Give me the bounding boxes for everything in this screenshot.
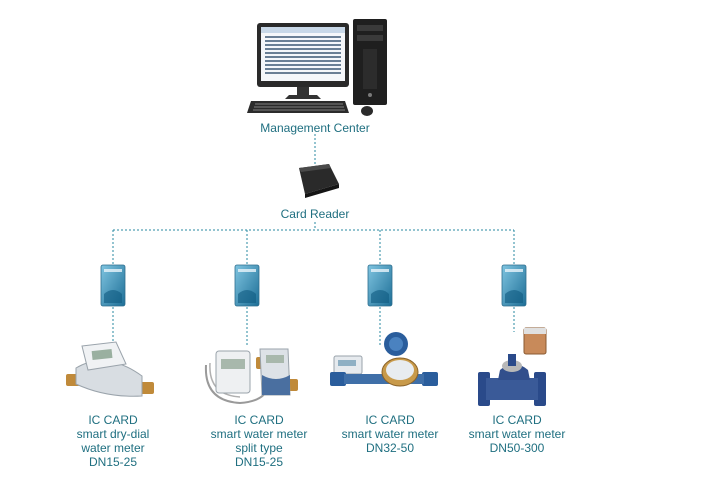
meter-caption-line: smart water meter	[468, 427, 566, 441]
split-type-water-meter-icon	[204, 348, 298, 405]
meter-caption-1: IC CARD smart dry-dial water meter DN15-…	[53, 413, 173, 469]
dn50-300-water-meter-icon	[478, 327, 547, 406]
meter-caption-line: DN15-25	[88, 455, 138, 469]
dry-dial-water-meter-icon	[66, 341, 154, 397]
meter-caption-line: split type	[235, 441, 283, 455]
meter-caption-line: smart water meter	[341, 427, 439, 441]
meter-caption-4: IC CARD smart water meter DN50-300	[455, 413, 579, 455]
ic-card-icon	[100, 264, 126, 307]
card-reader-icon	[299, 164, 339, 198]
meter-caption-line: IC CARD	[492, 413, 542, 427]
meter-caption-line: water meter	[81, 441, 145, 455]
meter-caption-line: smart water meter	[210, 427, 308, 441]
ic-card-icon	[367, 264, 393, 307]
ic-card-icon	[234, 264, 260, 307]
meter-caption-3: IC CARD smart water meter DN32-50	[328, 413, 452, 455]
meter-caption-line: IC CARD	[234, 413, 284, 427]
dn32-50-water-meter-icon	[330, 332, 438, 387]
meter-caption-line: IC CARD	[365, 413, 415, 427]
card-reader-label: Card Reader	[280, 207, 350, 221]
meter-caption-line: smart dry-dial	[76, 427, 150, 441]
management-center-label: Management Center	[260, 121, 370, 135]
meter-caption-line: DN50-300	[489, 441, 545, 455]
meter-caption-line: IC CARD	[88, 413, 138, 427]
meter-caption-line: DN32-50	[365, 441, 415, 455]
ic-card-icon	[501, 264, 527, 307]
meter-caption-2: IC CARD smart water meter split type DN1…	[197, 413, 321, 469]
meter-caption-line: DN15-25	[234, 455, 284, 469]
computer-icon	[247, 19, 387, 116]
